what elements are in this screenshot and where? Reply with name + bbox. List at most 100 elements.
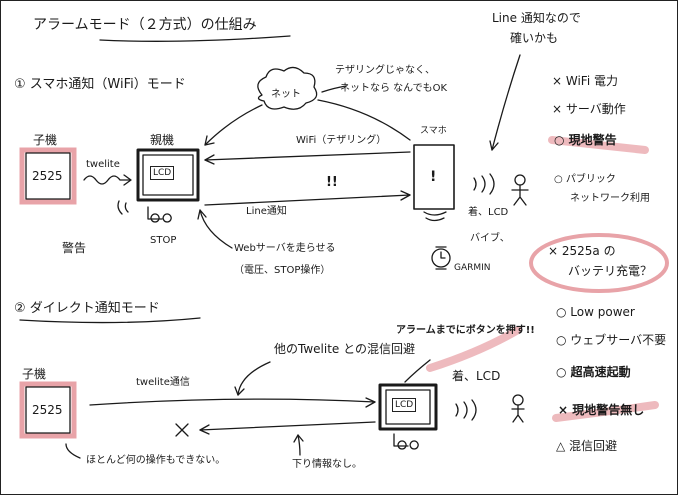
alarm-note-arrow bbox=[404, 359, 431, 383]
section2-underline bbox=[19, 317, 201, 324]
downlink-note: 下り情報なし。 bbox=[292, 459, 362, 470]
child2-label: 子機 bbox=[22, 367, 47, 381]
wifi-label: WiFi（テザリング） bbox=[296, 135, 387, 146]
garmin-label: GARMIN bbox=[454, 263, 491, 273]
downlink-info-arrowhead bbox=[293, 434, 304, 443]
twelite-link2-label: twelite通信 bbox=[136, 377, 190, 388]
parent1-label: 親機 bbox=[150, 133, 175, 147]
garmin-watch-hands bbox=[435, 246, 447, 270]
person1-body bbox=[511, 184, 529, 206]
webserver-note-2: （電圧、STOP操作） bbox=[234, 265, 331, 276]
downlink-cross bbox=[175, 423, 189, 437]
downlink-arrowhead bbox=[199, 424, 210, 435]
wifi-arrowhead bbox=[204, 154, 215, 165]
receiver2-sound-waves bbox=[455, 399, 477, 421]
pro-con2-1: ○ Low power bbox=[556, 305, 635, 319]
cloud-note-1: テザリングじゃなく、 bbox=[335, 65, 435, 76]
parent1-lcd: LCD bbox=[150, 166, 175, 180]
twelite-note-arrow bbox=[237, 361, 271, 396]
pro-con-6: × 2525a の bbox=[548, 244, 616, 258]
pro-con-2: × サーバ動作 bbox=[552, 102, 626, 116]
wifi-arrow bbox=[204, 151, 411, 161]
cloud-to-parent-arrowhead bbox=[204, 135, 215, 146]
no-ops-arrow bbox=[65, 443, 81, 459]
phone-sound-waves bbox=[473, 173, 495, 195]
receiver2-box bbox=[378, 383, 438, 431]
child2-highlight bbox=[19, 381, 77, 439]
phone-box bbox=[413, 144, 455, 210]
cloud-to-phone-arrow bbox=[317, 99, 411, 141]
highlight-local-warning bbox=[548, 136, 649, 154]
top-note-arrow bbox=[491, 54, 521, 151]
line-notify-label: Line通知 bbox=[246, 206, 287, 217]
section1-heading: ① スマホ通知（WiFi）モード bbox=[14, 77, 186, 92]
cloud-note-2: ネットなら なんでもOK bbox=[340, 83, 448, 94]
twelite-link2-arrowhead bbox=[365, 397, 376, 408]
child1-id: 2525 bbox=[32, 169, 63, 183]
alert-marks: !! bbox=[326, 175, 338, 190]
child1-label: 子機 bbox=[33, 133, 58, 147]
top-note-arrowhead bbox=[489, 140, 499, 151]
phone-label: スマホ bbox=[420, 126, 447, 136]
parent1-sound-waves bbox=[117, 200, 129, 215]
cloud-label: ネット bbox=[271, 89, 301, 100]
child2-box bbox=[25, 386, 71, 434]
child1-highlight bbox=[19, 147, 77, 205]
receiver2-buzzer-icon bbox=[393, 433, 419, 450]
pro-con-3: ○ 現地警告 bbox=[554, 133, 617, 147]
cloud-note-pointer bbox=[321, 85, 347, 93]
person2-body bbox=[511, 404, 525, 423]
pro-con2-2: ○ ウェブサーバ不要 bbox=[556, 333, 667, 347]
page-title: アラームモード（２方式）の仕組み bbox=[33, 17, 257, 33]
pro-con2-5: △ 混信回避 bbox=[556, 439, 618, 453]
alarm-note: アラームまでにボタンを押す!! bbox=[396, 325, 535, 336]
person1-head bbox=[514, 174, 526, 186]
parent1-buzzer-icon bbox=[147, 206, 172, 223]
phone-exclaim: ! bbox=[430, 169, 437, 185]
person2-head bbox=[512, 394, 524, 406]
receiver2-note: 着、LCD bbox=[452, 369, 501, 383]
line-notify-arrow bbox=[204, 194, 411, 206]
downlink-info-arrow bbox=[297, 434, 301, 456]
child2-id: 2525 bbox=[32, 403, 63, 417]
receiver2-lcd: LCD bbox=[392, 398, 417, 412]
pro-con-5: ネットワーク利用 bbox=[570, 193, 650, 204]
pro-con-1: × WiFi 電力 bbox=[552, 74, 618, 88]
parent1-box bbox=[136, 148, 200, 202]
pro-con2-4: × 現地警告無し bbox=[558, 403, 645, 417]
twelite-label: twelite bbox=[86, 159, 120, 170]
twelite-note-arrowhead bbox=[234, 386, 245, 396]
downlink-arrow bbox=[199, 421, 376, 431]
parent1-screen bbox=[142, 154, 194, 196]
section2-heading: ② ダイレクト通知モード bbox=[14, 301, 160, 316]
highlight-alarm-note bbox=[426, 326, 522, 372]
webserver-arrowhead bbox=[197, 209, 207, 220]
child1-box bbox=[25, 152, 71, 200]
receiver2-screen bbox=[385, 389, 431, 425]
phone-vibe-marks bbox=[423, 211, 447, 222]
twelite-link2 bbox=[89, 398, 376, 406]
top-note-2: 確いかも bbox=[510, 31, 559, 45]
phone-note-2: バイブ、 bbox=[470, 233, 510, 244]
highlight-no-local-warning bbox=[552, 401, 659, 422]
child1-warning: 警告 bbox=[62, 241, 87, 255]
webserver-arrow bbox=[199, 209, 233, 249]
pro-con-4: ○ パブリック bbox=[554, 174, 616, 185]
pro-con2-3: ○ 超高速起動 bbox=[556, 365, 631, 379]
phone-note-1: 着、LCD bbox=[468, 207, 509, 218]
no-ops-note: ほとんど何の操作もできない。 bbox=[86, 455, 226, 466]
webserver-note-1: Webサーバを走らせる bbox=[234, 243, 336, 254]
battery-ellipse bbox=[529, 233, 669, 293]
title-underline bbox=[99, 35, 291, 42]
top-note-1: Line 通知なので bbox=[492, 11, 581, 25]
cloud-icon bbox=[257, 66, 318, 110]
line-notify-arrowhead bbox=[400, 190, 411, 201]
cloud-to-parent-arrow bbox=[204, 104, 263, 146]
twelite-note: 他のTwelite との混信回避 bbox=[274, 342, 415, 356]
garmin-watch-icon bbox=[431, 248, 451, 268]
parent1-stop: STOP bbox=[150, 235, 177, 246]
twelite-link1-arrow bbox=[123, 174, 132, 186]
pro-con-7: バッテリ充電？ bbox=[568, 264, 653, 278]
